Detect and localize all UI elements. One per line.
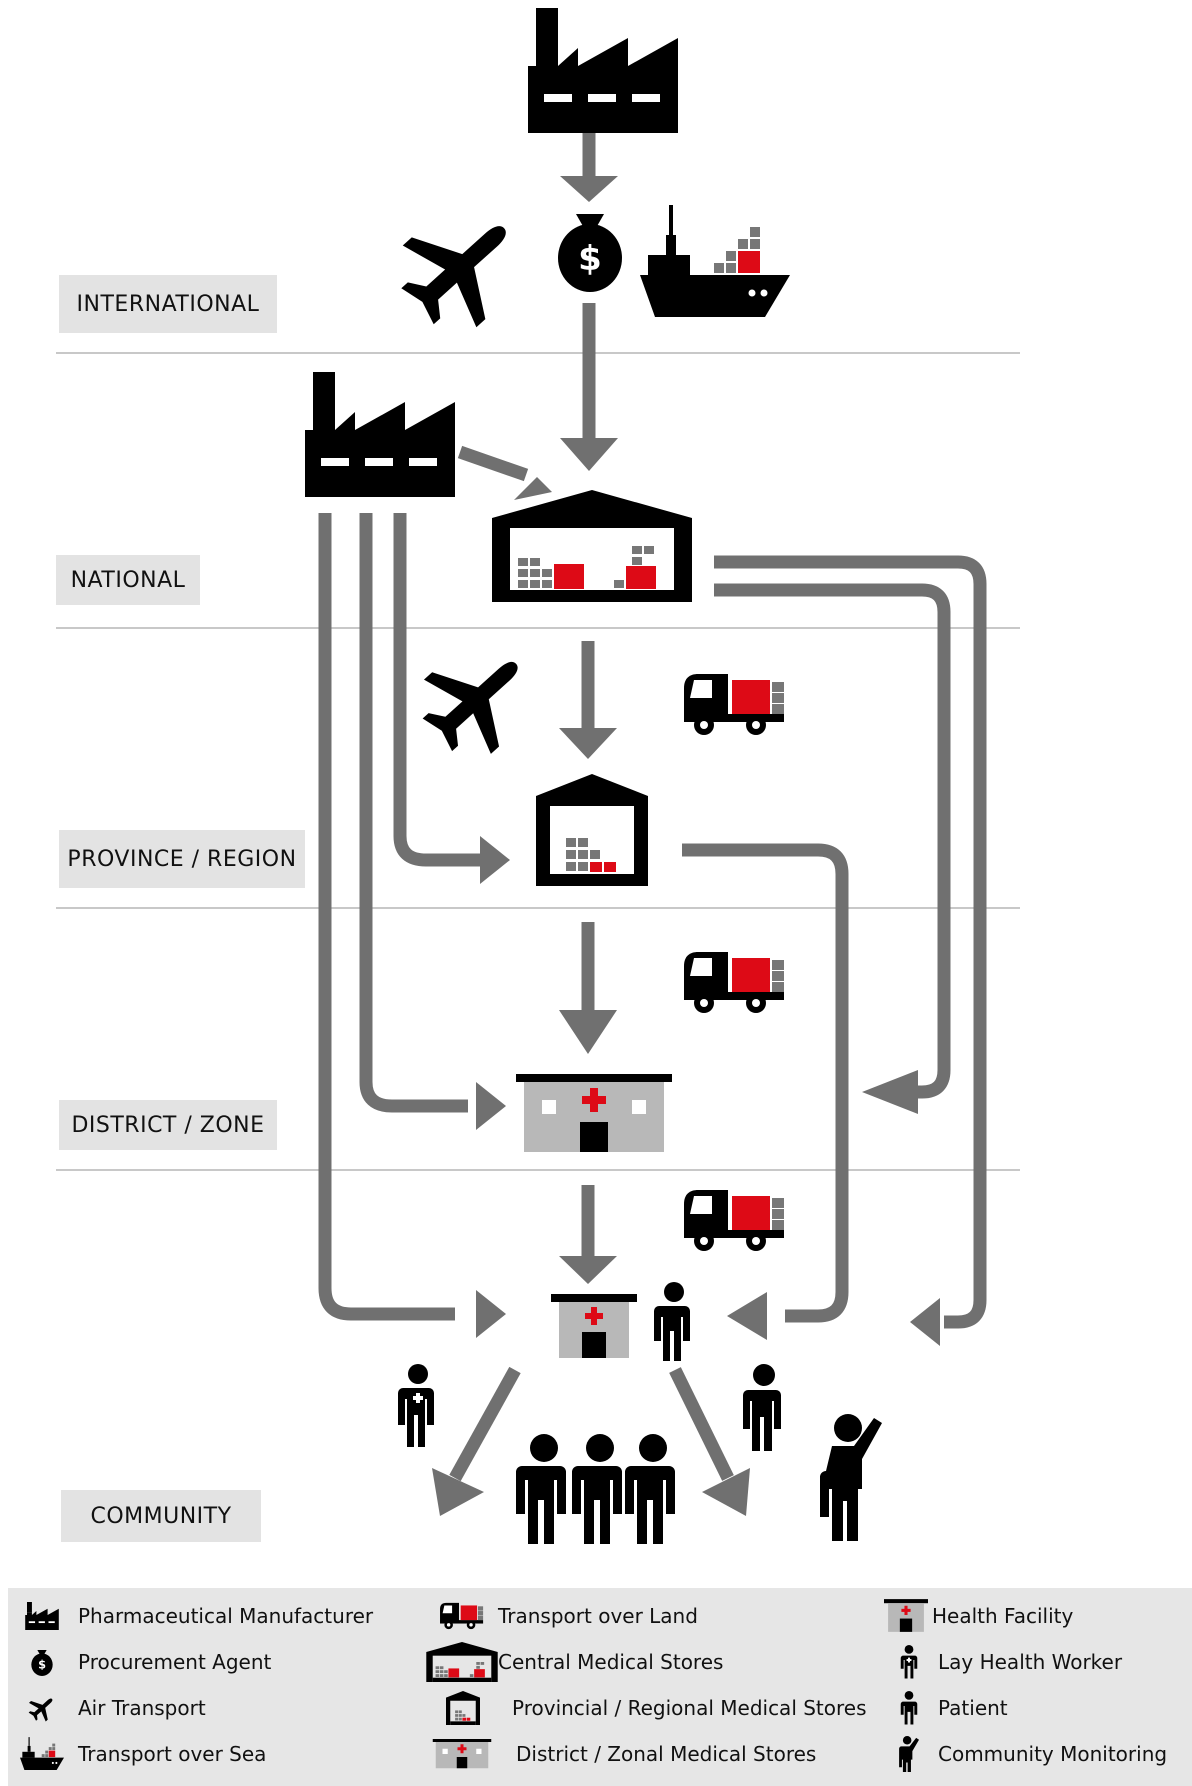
legend-item-central: Central Medical Stores — [426, 1642, 724, 1682]
legend-label: Transport over Land — [498, 1604, 698, 1628]
legend-item-lay-worker: Lay Health Worker — [898, 1644, 1122, 1680]
factory-icon — [25, 1602, 59, 1630]
legend: Pharmaceutical Manufacturer Procurement … — [8, 1588, 1192, 1786]
provincial-medical-stores-icon — [536, 774, 648, 886]
transport-over-land-icon — [684, 1190, 784, 1251]
supply-chain-diagram: $ — [56, 8, 1020, 1544]
air-transport-icon — [403, 626, 550, 772]
health-facility-icon — [551, 1294, 637, 1358]
legend-label: Lay Health Worker — [938, 1650, 1123, 1674]
legend-label: Pharmaceutical Manufacturer — [78, 1604, 374, 1628]
patient-icon — [654, 1282, 690, 1361]
transport-over-land-icon — [684, 674, 784, 735]
district-medical-stores-icon — [516, 1074, 672, 1152]
legend-label: Procurement Agent — [78, 1650, 272, 1674]
legend-label: Central Medical Stores — [498, 1650, 724, 1674]
provincial-warehouse-icon — [446, 1691, 480, 1725]
transport-over-land-icon — [684, 952, 784, 1013]
patient-icon — [743, 1364, 781, 1451]
central-warehouse-icon — [426, 1642, 498, 1682]
level-label-district: DISTRICT / ZONE — [59, 1100, 277, 1150]
legend-item-community-monitoring: Community Monitoring — [898, 1736, 1167, 1772]
community-monitoring-icon — [820, 1414, 882, 1541]
legend-item-health-facility: Health Facility — [884, 1598, 1073, 1634]
legend-item-provincial: Provincial / Regional Medical Stores — [446, 1690, 867, 1726]
legend-label: Patient — [938, 1696, 1008, 1720]
truck-icon — [440, 1602, 484, 1630]
legend-item-land: Transport over Land — [440, 1598, 698, 1634]
legend-item-sea: Transport over Sea — [20, 1736, 266, 1772]
ship-icon — [20, 1737, 64, 1770]
legend-item-procurement: Procurement Agent — [20, 1644, 271, 1680]
legend-label: District / Zonal Medical Stores — [516, 1742, 817, 1766]
legend-label: Health Facility — [932, 1604, 1074, 1628]
money-bag-icon — [31, 1650, 53, 1676]
district-store-icon — [432, 1739, 492, 1769]
central-medical-stores-icon — [492, 490, 692, 602]
lay-health-worker-icon — [900, 1645, 918, 1679]
lay-health-worker-icon — [398, 1364, 434, 1447]
legend-item-manufacturer: Pharmaceutical Manufacturer — [20, 1598, 373, 1634]
airplane-icon — [23, 1693, 61, 1723]
patient-icon — [900, 1691, 918, 1725]
legend-item-patient: Patient — [898, 1690, 1008, 1726]
health-facility-icon — [884, 1599, 928, 1632]
level-label-international: INTERNATIONAL — [59, 275, 277, 333]
legend-label: Transport over Sea — [78, 1742, 267, 1766]
community-patients — [516, 1434, 675, 1544]
legend-label: Air Transport — [78, 1696, 206, 1720]
level-label-community: COMMUNITY — [61, 1490, 261, 1542]
national-manufacturer-icon — [305, 372, 455, 497]
level-label-province: PROVINCE / REGION — [59, 830, 305, 888]
procurement-agent-icon — [558, 214, 622, 292]
legend-item-district: District / Zonal Medical Stores — [432, 1736, 816, 1772]
pharmaceutical-manufacturer-icon — [528, 8, 678, 133]
air-transport-icon — [380, 187, 541, 348]
community-monitoring-icon — [899, 1736, 919, 1772]
legend-item-air: Air Transport — [20, 1690, 206, 1726]
legend-label: Community Monitoring — [938, 1742, 1168, 1766]
level-label-national: NATIONAL — [56, 555, 200, 605]
legend-label: Provincial / Regional Medical Stores — [512, 1696, 867, 1720]
transport-over-sea-icon — [640, 205, 790, 317]
